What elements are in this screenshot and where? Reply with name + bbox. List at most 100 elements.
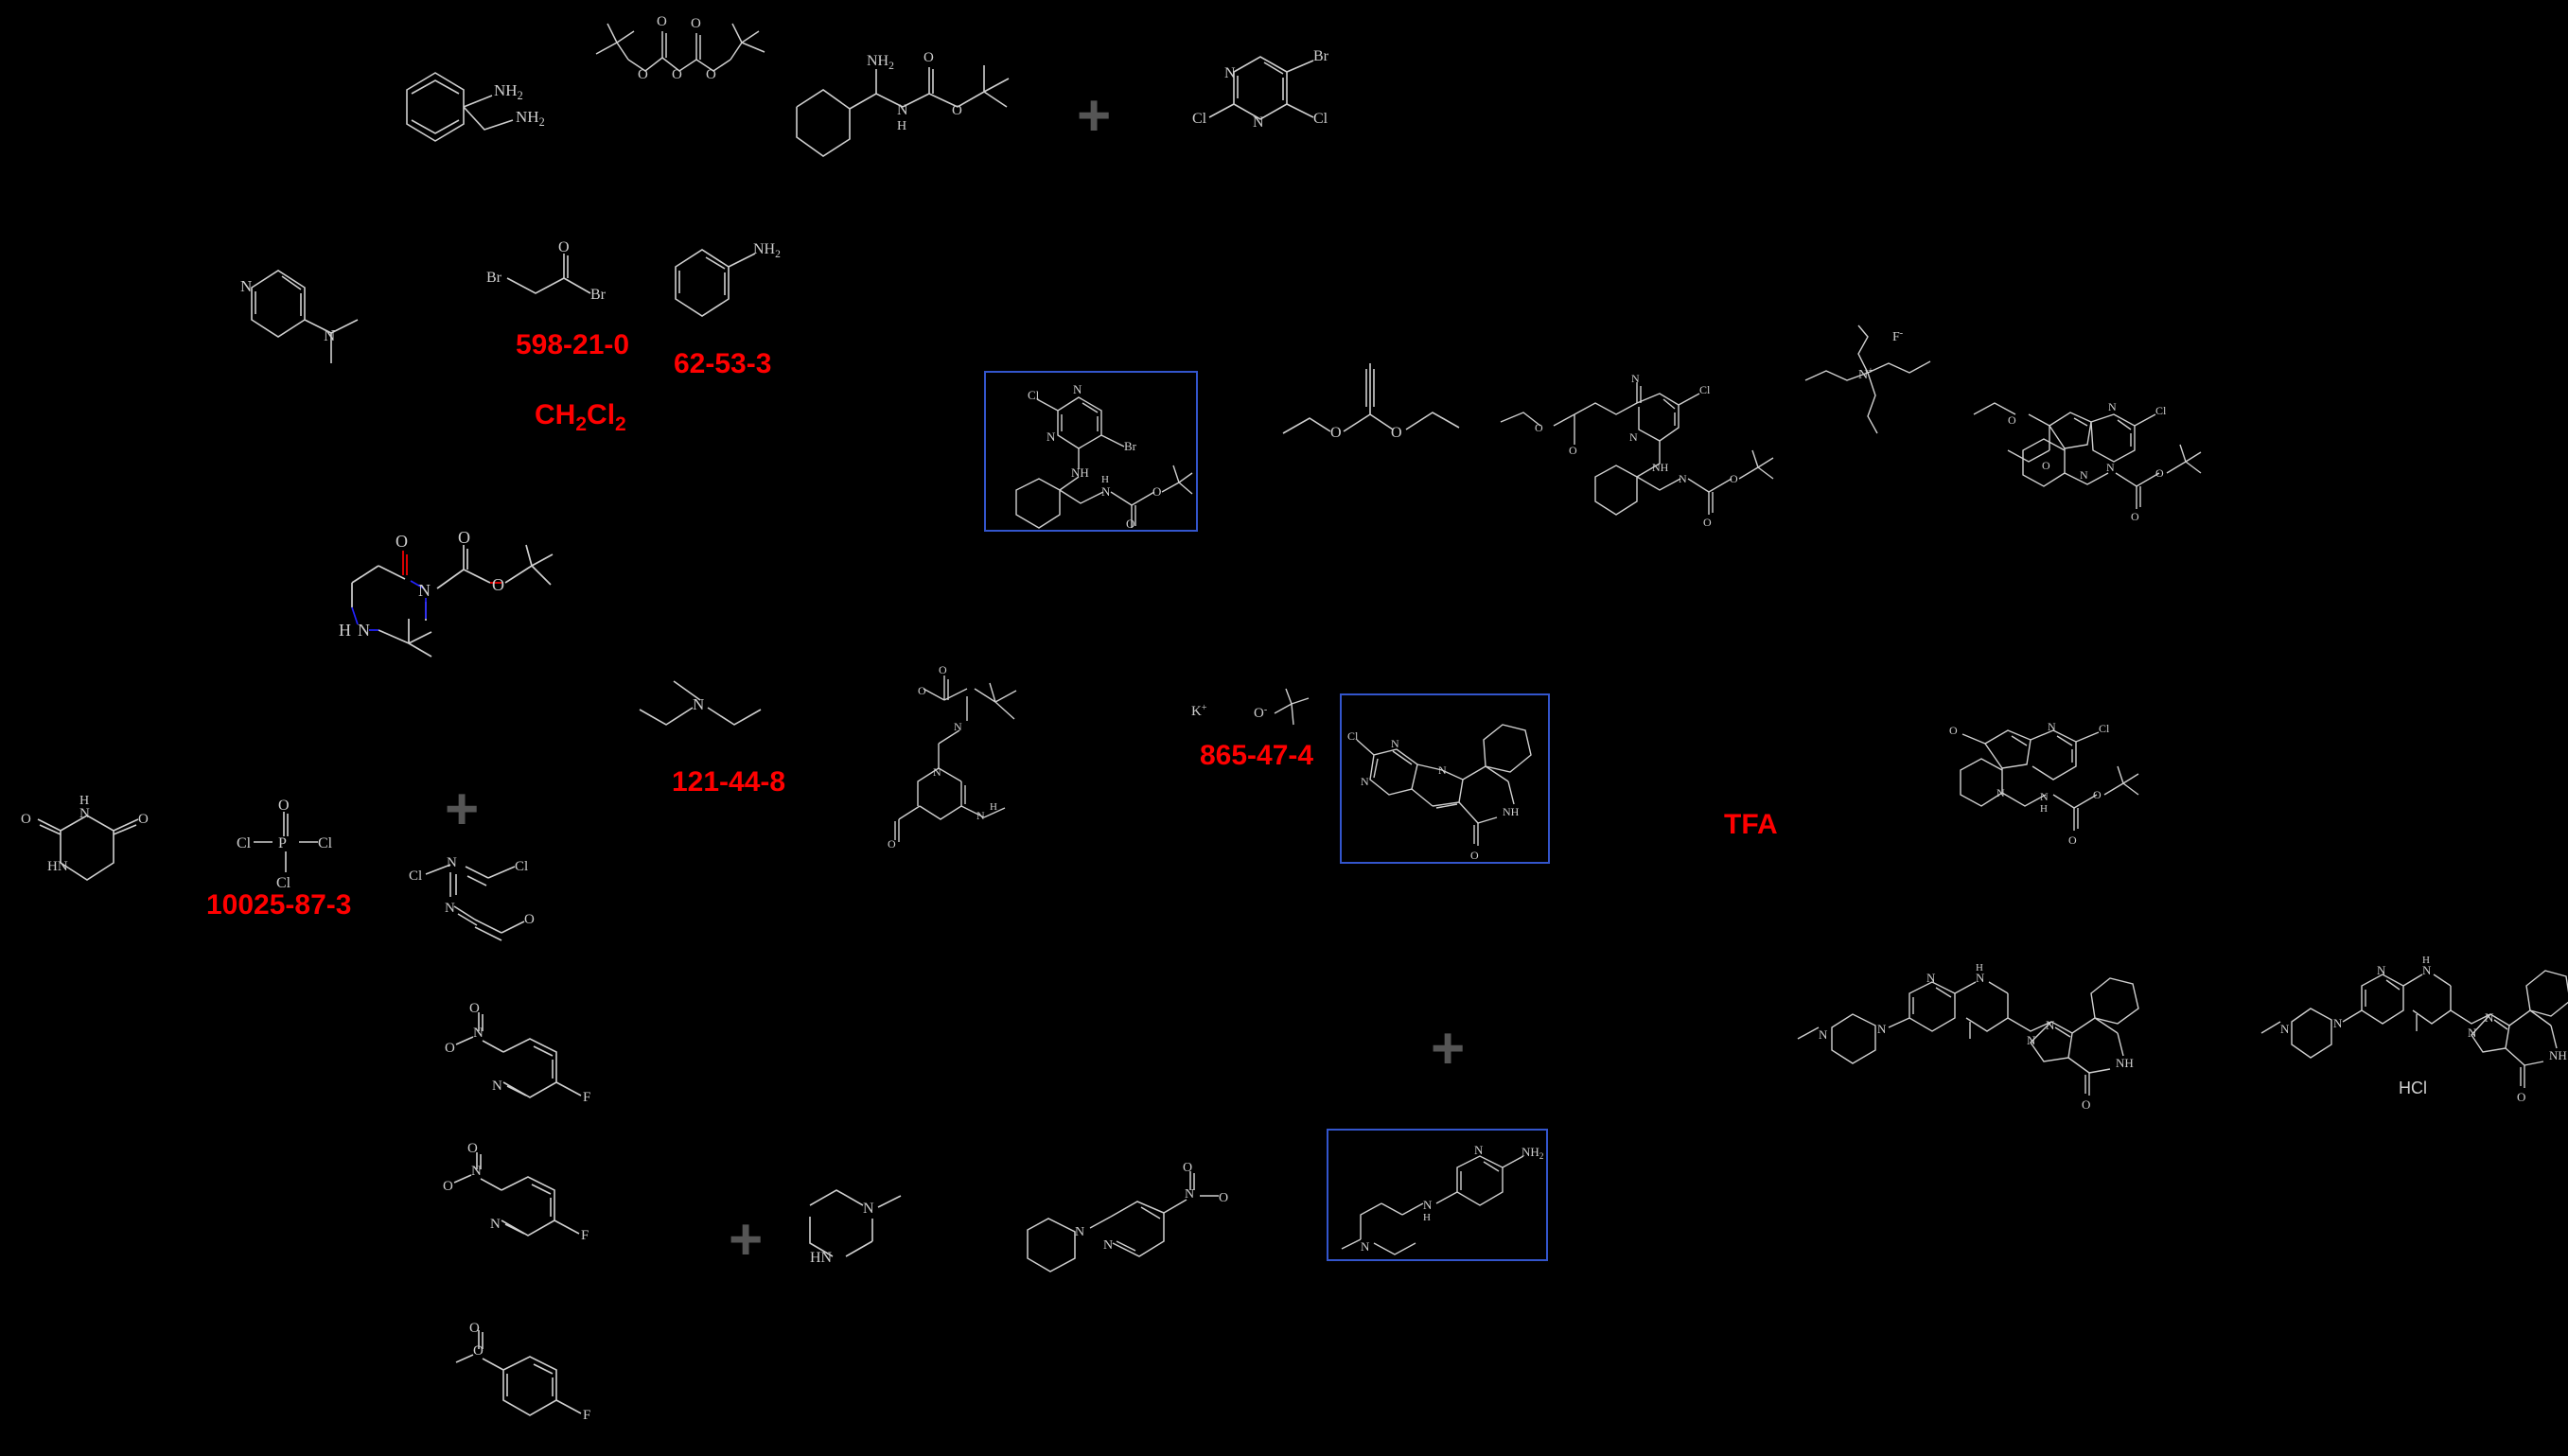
- atom-label-nh2: NH2: [867, 53, 894, 72]
- atom-label-cl: Cl: [276, 875, 291, 891]
- atom-label-o: O: [2517, 1090, 2525, 1104]
- atom-label-h: H: [2040, 803, 2048, 815]
- atom-label-n: N: [1361, 775, 1369, 788]
- atom-label-n: N: [1103, 1238, 1113, 1253]
- molecule-boxed-tricyclic-chloro: Cl N N N NH O: [1346, 698, 1546, 862]
- atom-label-n: N: [863, 1201, 874, 1217]
- atom-label-hn: HN: [810, 1250, 833, 1266]
- atom-label-br: Br: [486, 270, 502, 286]
- atom-label-n-cation: N+: [1858, 366, 1873, 382]
- atom-label-nh: NH: [1071, 465, 1089, 480]
- atom-label-h: H: [1423, 1212, 1431, 1223]
- atom-label-cl: Cl: [237, 835, 252, 851]
- atom-label-n: N: [693, 695, 704, 713]
- atom-label-h: H: [2422, 955, 2430, 966]
- atom-label-n: N: [1253, 114, 1264, 131]
- atom-label-h: H: [990, 801, 997, 813]
- atom-label-h: H: [339, 621, 351, 640]
- atom-label-o: O: [2131, 510, 2139, 523]
- atom-label-n: N: [1047, 430, 1056, 444]
- atom-label-nh: NH: [2549, 1048, 2567, 1062]
- atom-label-o: O: [2093, 788, 2102, 801]
- atom-label-cl: Cl: [1347, 729, 1359, 743]
- atom-label-f: F: [583, 1090, 590, 1105]
- atom-label-br: Br: [590, 287, 607, 303]
- atom-label-o: O: [706, 67, 716, 82]
- atom-label-o: O: [396, 532, 408, 551]
- atom-label-n: N: [1075, 1225, 1084, 1239]
- solvent-label-dcm: CH2Cl2: [535, 399, 626, 435]
- molecule-alkynyl-pyrimidine-boc: O O N Cl N NH N O O: [1493, 372, 1777, 537]
- highlight-box-product-3: [1327, 1129, 1548, 1261]
- atom-label-f: F: [581, 1228, 589, 1243]
- atom-label-n: N: [2485, 1010, 2494, 1025]
- atom-label-o: O: [469, 1321, 480, 1336]
- molecule-potassium-tert-butoxide: K+ O-: [1187, 687, 1329, 763]
- atom-label-o: O: [1391, 425, 1402, 441]
- atom-label-n: N: [1679, 472, 1687, 485]
- atom-label-cl: Cl: [2099, 722, 2110, 735]
- molecule-dihydrouracil: N H HN O O: [6, 772, 176, 914]
- atom-label-n: N: [1423, 1198, 1433, 1212]
- plus-sign-bottom: +: [729, 1207, 764, 1272]
- atom-label-n: N: [1819, 1027, 1828, 1042]
- molecule-nitrobenzoate-ester: O O F: [441, 1321, 659, 1444]
- molecule-pocl3: P O Cl Cl Cl: [223, 781, 375, 904]
- atom-label-o: O: [458, 528, 470, 547]
- atom-label-nh2: NH2: [494, 81, 523, 102]
- atom-label-o: O: [278, 798, 290, 814]
- molecule-nitropyridyl-piperazine: N O O N F: [441, 1141, 659, 1279]
- molecule-dichloropyrimidine-acrylaldehyde: Cl N Cl N O: [377, 829, 594, 980]
- atom-label-o: O: [443, 1179, 453, 1194]
- atom-label-nh2: NH2: [753, 241, 781, 260]
- atom-label-n: N: [2106, 461, 2115, 474]
- atom-label-o: O: [923, 50, 934, 65]
- atom-label-n: N: [358, 621, 370, 640]
- atom-label-cl: Cl: [409, 868, 422, 884]
- atom-label-hn: HN: [47, 859, 68, 874]
- atom-label-o: O: [638, 67, 648, 82]
- atom-label-n: N: [1224, 65, 1236, 81]
- atom-label-o: O: [445, 1041, 455, 1056]
- atom-label-n: N: [2046, 1018, 2055, 1032]
- atom-label-o: O: [1126, 517, 1134, 531]
- molecule-bromoacetyl-bromide: Br O Br: [481, 238, 660, 352]
- atom-label-o: O: [952, 103, 962, 118]
- cas-label-10025-87-3: 10025-87-3: [206, 889, 352, 921]
- atom-label-n-nitro: N: [473, 1026, 484, 1041]
- cas-label-865-47-4: 865-47-4: [1200, 740, 1314, 771]
- atom-label-o: O: [1949, 724, 1958, 737]
- atom-label-n: N: [1926, 971, 1936, 985]
- molecule-boc-aminopyrimidine-carbaldehyde: O O N N N H O: [886, 663, 1132, 851]
- atom-label-n-nitro: N: [471, 1164, 482, 1179]
- atom-label-n: N: [1631, 372, 1640, 385]
- cas-label-598-21-0: 598-21-0: [516, 329, 630, 360]
- atom-label-cl: Cl: [1028, 388, 1040, 402]
- atom-label-n: N: [2280, 1022, 2290, 1036]
- atom-label-k-cation: K+: [1191, 703, 1207, 719]
- highlight-box-product-1: [984, 371, 1198, 532]
- atom-label-n-nitro: N: [1185, 1187, 1194, 1202]
- molecule-boc-anhydride: O O O O O: [579, 5, 797, 109]
- atom-label-o: O: [888, 837, 896, 851]
- atom-label-n: N: [490, 1217, 501, 1232]
- atom-label-o: O: [918, 684, 926, 697]
- atom-label-nh: NH: [1503, 805, 1520, 818]
- atom-label-o: O: [1330, 425, 1342, 441]
- atom-label-o: O: [138, 812, 149, 827]
- atom-label-n: N: [2040, 790, 2049, 803]
- molecule-dmap: N N: [223, 242, 413, 394]
- atom-label-n: N: [1976, 971, 1985, 985]
- molecule-pyrrolopyrimidine-boc: O O N Cl N N O O: [1966, 367, 2250, 537]
- atom-label-h: H: [79, 794, 89, 808]
- atom-label-p: P: [278, 835, 287, 851]
- atom-label-cl: Cl: [1699, 383, 1711, 396]
- highlight-box-product-2: [1340, 693, 1550, 864]
- atom-label-n: N: [2422, 963, 2432, 977]
- molecule-triethylamine: N: [621, 649, 791, 772]
- atom-label-cl: Cl: [515, 859, 528, 874]
- atom-label-n: N: [2468, 1026, 2477, 1040]
- atom-label-n: N: [1073, 382, 1082, 396]
- atom-label-n: N: [2108, 400, 2117, 413]
- molecule-boc-chloropyrimidine-aldehyde: O N Cl N N H O O: [1926, 696, 2239, 886]
